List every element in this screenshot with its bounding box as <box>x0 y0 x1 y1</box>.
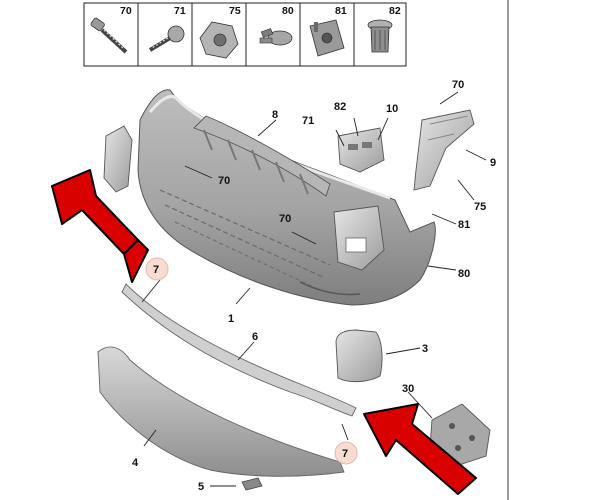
screw-icon <box>90 17 128 54</box>
callout-75: 75 <box>474 201 486 213</box>
callout-3: 3 <box>422 343 428 355</box>
callout-7-bottom: 7 <box>342 448 348 460</box>
callout-10: 10 <box>386 103 398 115</box>
callout-5: 5 <box>198 481 204 493</box>
expanding-clip-icon <box>367 19 393 53</box>
callout-7-top: 7 <box>153 264 159 276</box>
fastener-number-81: 81 <box>335 5 347 17</box>
leader-lines <box>141 91 487 487</box>
callout-9: 9 <box>490 157 496 169</box>
fastener-number-80: 80 <box>282 5 294 17</box>
callout-4: 4 <box>132 457 139 469</box>
fastener-number-70: 70 <box>120 5 132 17</box>
fastener-number-71: 71 <box>174 5 186 17</box>
red-arrow-right <box>363 403 477 495</box>
push-rivet-icon <box>259 28 293 46</box>
red-arrow-left <box>51 169 149 283</box>
fastener-cell-71: 71 <box>148 5 186 52</box>
fastener-number-75: 75 <box>229 5 241 17</box>
screw-icon <box>148 25 185 52</box>
callout-80: 80 <box>458 268 470 280</box>
highlight-callout-bottom: 7 <box>334 441 358 465</box>
fastener-cell-75: 75 <box>199 5 241 59</box>
fastener-table: 70 71 75 80 <box>83 2 407 67</box>
highlight-callout-top: 7 <box>145 257 169 281</box>
bracket-part-10 <box>337 127 385 173</box>
fastener-cell-80: 80 <box>259 5 294 46</box>
callout-71: 71 <box>302 115 314 127</box>
nut-icon <box>199 21 239 59</box>
upper-beam <box>193 115 331 197</box>
callout-82: 82 <box>334 101 346 113</box>
skid-plate <box>97 346 345 477</box>
callout-70-mid: 70 <box>279 213 291 225</box>
clip-nut-icon <box>309 19 345 57</box>
corner-cap <box>335 329 383 383</box>
callout-30: 30 <box>402 383 414 395</box>
callout-8: 8 <box>272 109 278 121</box>
side-bracket-left <box>103 125 133 193</box>
trim-strip <box>121 283 357 417</box>
callout-70-right: 70 <box>452 79 464 91</box>
bracket-part-9 <box>413 109 475 191</box>
fastener-cell-70: 70 <box>90 5 132 54</box>
clip-part-5 <box>241 477 263 491</box>
callout-70-left: 70 <box>218 175 230 187</box>
callout-6: 6 <box>252 331 258 343</box>
fastener-number-82: 82 <box>389 5 401 17</box>
corner-bracket <box>333 205 385 271</box>
callout-1: 1 <box>228 313 234 325</box>
fastener-cell-81: 81 <box>309 5 347 57</box>
bumper-cover <box>137 89 436 306</box>
fastener-cell-82: 82 <box>367 5 401 53</box>
callout-81: 81 <box>458 219 470 231</box>
